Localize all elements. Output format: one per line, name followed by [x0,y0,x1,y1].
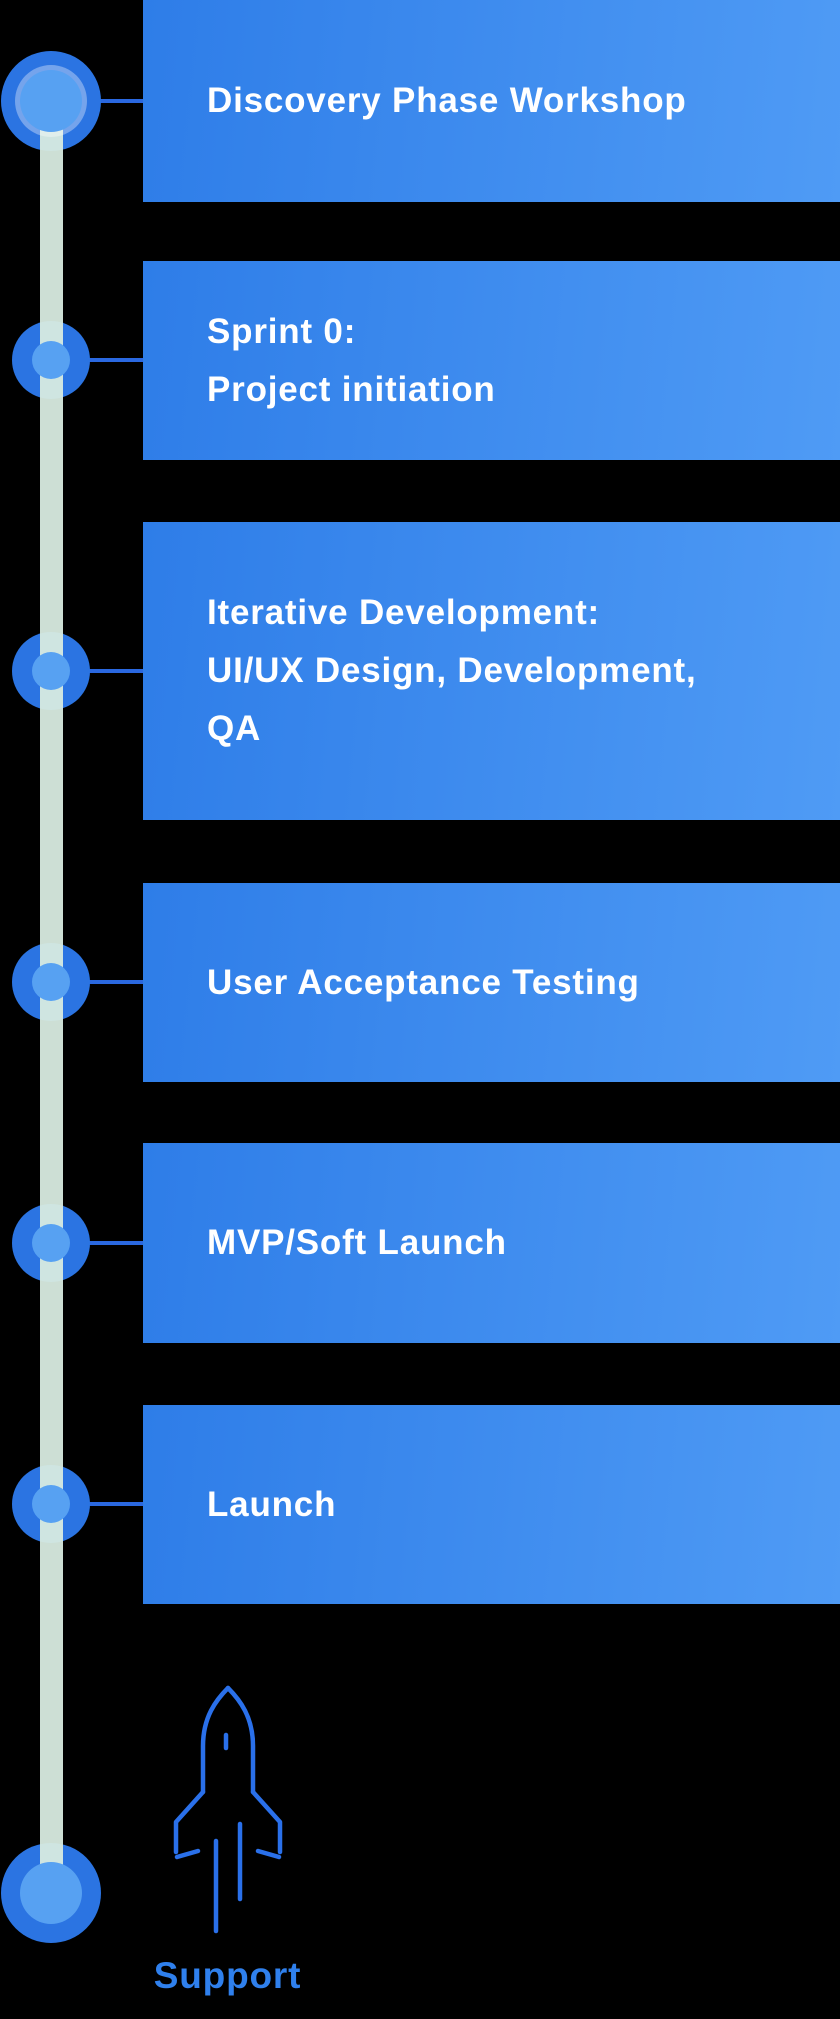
stage-label: User Acceptance Testing [207,962,640,1002]
timeline-node-3-core [32,652,70,690]
connector-line [55,669,143,673]
stage-label: UI/UX Design, Development, [207,651,697,690]
timeline-node-7-core [20,1862,82,1924]
stage-label: Sprint 0: [207,311,357,351]
connector-line [55,1241,143,1245]
stage-label: Discovery Phase Workshop [207,81,687,120]
timeline-node-6-core [32,1485,70,1523]
connector-line [55,980,143,984]
stage-label: MVP/Soft Launch [207,1223,507,1262]
stage-label: Launch [207,1484,337,1524]
stage-label: Project initiation [207,369,496,409]
stage-card-discovery: Discovery Phase Workshop [143,0,840,202]
timeline-node-2-core [32,341,70,379]
stage-card-launch: Launch [143,1405,840,1604]
connector-line [55,358,143,362]
stage-label: QA [207,709,262,748]
stage-label: Iterative Development: [207,593,600,632]
support-stage-label: Support [153,1955,302,1996]
rocket-icon [173,1685,283,1934]
stage-card-sprint0: Sprint 0: Project initiation [143,261,840,460]
timeline-node-4-core [32,963,70,1001]
stage-card-iterative-development: Iterative Development: UI/UX Design, Dev… [143,522,840,820]
connector-line [55,1502,143,1506]
stage-card-uat: User Acceptance Testing [143,883,840,1082]
timeline-node-5-core [32,1224,70,1262]
timeline-node-1-core [20,70,82,132]
stage-card-mvp-soft-launch: MVP/Soft Launch [143,1143,840,1343]
